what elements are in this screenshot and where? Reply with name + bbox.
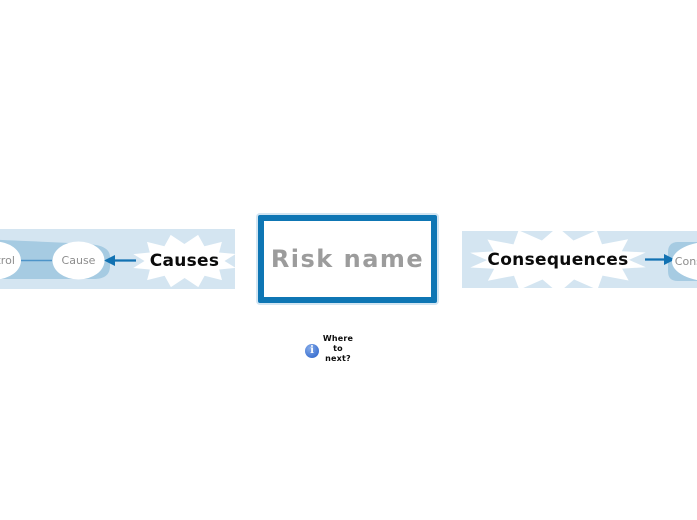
connector-causes-arrow [104, 255, 136, 266]
node-risk-name[interactable]: Risk name [258, 215, 437, 303]
node-consequence-shape[interactable] [672, 242, 697, 282]
node-consequences-shape[interactable] [470, 227, 646, 293]
where-to-next-label: Where to next? [322, 334, 354, 363]
node-cause-shape[interactable] [52, 241, 105, 280]
node-causes-label: Causes [149, 251, 220, 271]
connector-consequences-arrow [645, 254, 675, 265]
node-causes-shape[interactable] [133, 234, 236, 288]
node-cause-label: Cause [61, 254, 96, 267]
node-consequences-label: Consequences [487, 250, 629, 270]
risk-name-label: Risk name [270, 245, 425, 273]
node-consequence-label: Consequence [674, 255, 697, 268]
node-where-to-next[interactable]: i Where to next? [305, 334, 357, 366]
node-control-label: Control [0, 254, 15, 267]
node-control-shape[interactable] [0, 241, 21, 280]
info-icon[interactable]: i [305, 344, 319, 358]
